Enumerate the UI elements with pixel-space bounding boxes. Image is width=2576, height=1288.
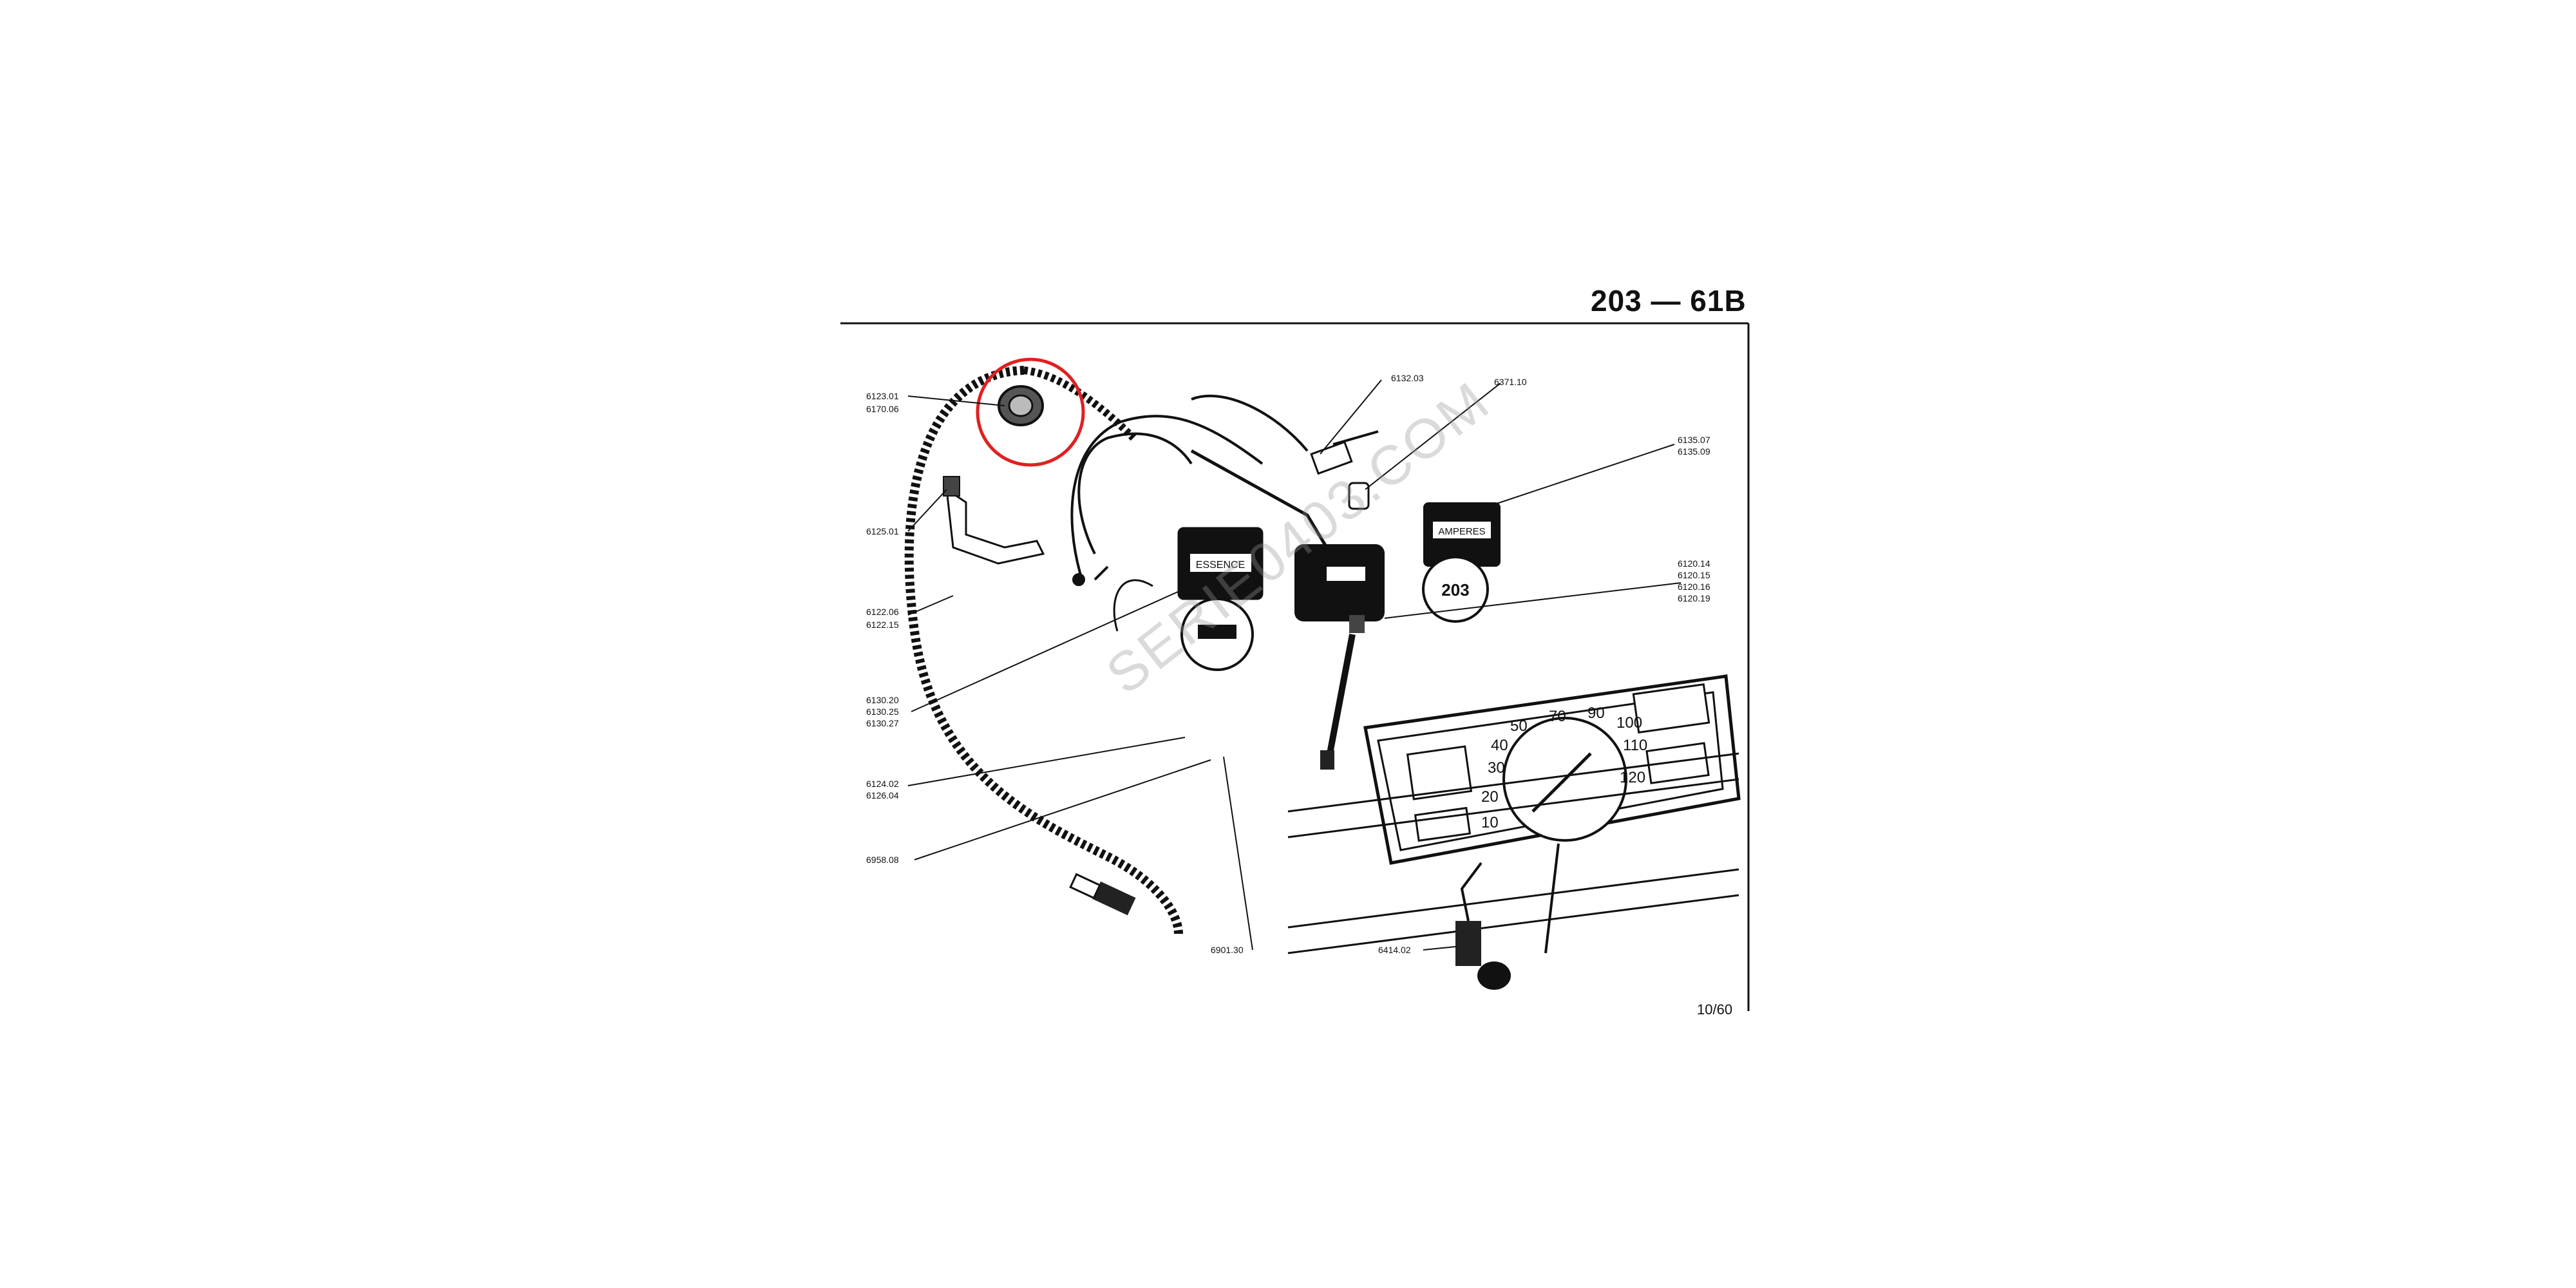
ammeter-part: AMPERES 203 [1422,502,1501,623]
callout-part-number: 6124.02 [866,779,899,789]
callout-part-number: 6135.07 [1678,435,1710,445]
diagram-frame [840,322,1750,1011]
speed-tick-label: 100 [1616,714,1642,732]
leader-lines [907,379,1681,951]
speed-tick-label: 30 [1488,759,1505,777]
callout-part-number: 6130.25 [866,706,899,717]
dashboard-panel [1287,752,1739,954]
model-badge: 203 [1441,580,1469,600]
starter-switch-part [1455,843,1560,990]
callout-part-number: 6135.09 [1678,446,1710,457]
speed-scale: 10 20 30 40 50 70 90 100 110 120 [1481,705,1647,831]
cable-connector [1190,430,1379,549]
instrument-cluster [1363,674,1741,865]
bulb-part [1348,482,1370,510]
speed-tick-label: 90 [1587,705,1605,722]
speed-tick-label: 70 [1549,708,1566,725]
callout-part-number: 6371.10 [1494,377,1527,387]
callout-part-number: 6120.16 [1678,582,1710,592]
callout-part-number: 6130.27 [866,718,899,728]
ammeter-label: AMPERES [1438,526,1485,537]
callout-part-number: 6120.19 [1678,593,1710,603]
speed-tick-label: 20 [1481,788,1499,806]
page-number: 10/60 [1697,1001,1733,1018]
callout-part-number: 6125.01 [866,526,899,536]
callout-part-number: 6958.08 [866,855,899,865]
fuel-gauge-part: ESSENCE [1113,527,1264,671]
callout-part-number: 6130.20 [866,695,899,705]
callout-part-number: 6170.06 [866,404,899,414]
fuel-gauge-label: ESSENCE [1196,560,1245,571]
callout-part-number: 6120.14 [1678,558,1710,569]
callout-part-number: 6120.15 [1678,570,1710,580]
callout-part-number: 6132.03 [1391,373,1424,383]
switch-box-part [1294,544,1385,770]
callout-part-number: 6901.30 [1211,945,1244,955]
cable-clip [943,476,1045,565]
callout-part-number: 6123.01 [866,391,899,401]
callout-part-number: 6122.15 [866,620,899,630]
speed-tick-label: 50 [1510,717,1528,735]
page-title: 203 — 61B [1591,284,1747,317]
callout-part-number: 6126.04 [866,790,899,800]
speed-tick-label: 110 [1623,737,1647,754]
speed-tick-label: 120 [1620,769,1645,786]
callout-part-number: 6122.06 [866,607,899,617]
speed-tick-label: 40 [1491,737,1508,754]
highlight-circle [976,357,1085,467]
callout-labels: 6123.01 6170.06 6125.01 6122.06 6122.15 … [866,373,1710,955]
wiring-harness [1070,394,1309,586]
grommet-part [998,385,1044,426]
callout-part-number: 6414.02 [1378,945,1411,955]
speed-tick-label: 10 [1481,814,1499,831]
speedometer-cable [904,366,1183,934]
